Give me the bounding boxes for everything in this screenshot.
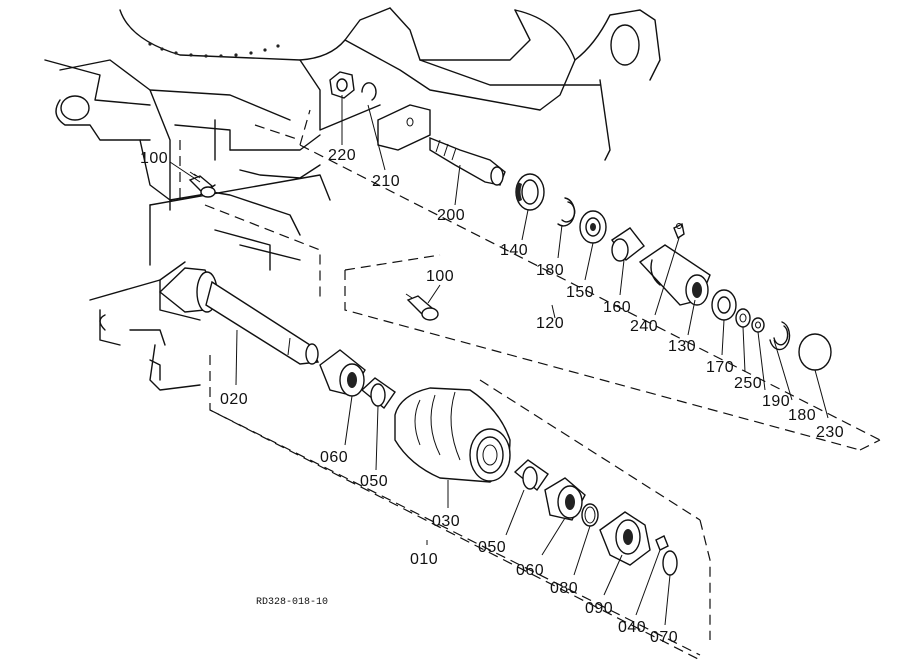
upper-axle-assembly	[329, 71, 832, 371]
label-060-a: 060	[320, 449, 348, 466]
chassis-frame-outline	[44, 7, 661, 391]
plug-070	[662, 550, 678, 576]
o-ring-080	[581, 503, 599, 527]
label-080: 080	[550, 580, 578, 597]
shaft-020	[158, 267, 320, 365]
label-030: 030	[432, 513, 460, 530]
label-250: 250	[734, 375, 762, 392]
bearing-170	[711, 289, 737, 321]
label-070: 070	[650, 629, 678, 646]
nut-220	[329, 71, 355, 99]
bushing-050b	[513, 459, 549, 492]
label-130: 130	[668, 338, 696, 355]
nut-190	[751, 317, 765, 333]
label-180-a: 180	[536, 262, 564, 279]
label-160: 160	[603, 299, 631, 316]
label-120: 120	[536, 315, 564, 332]
collar-090	[599, 511, 651, 566]
lock-washer-210	[361, 82, 377, 101]
grease-fitting-240	[673, 222, 685, 240]
label-020: 020	[220, 391, 248, 408]
label-060-b: 060	[516, 562, 544, 579]
label-150: 150	[566, 284, 594, 301]
label-140: 140	[500, 242, 528, 259]
assembly-boundary-lines	[209, 109, 881, 661]
roller-030	[394, 387, 511, 483]
label-010: 010	[410, 551, 438, 568]
label-220: 220	[328, 147, 356, 164]
label-240: 240	[630, 318, 658, 335]
label-050-b: 050	[478, 539, 506, 556]
label-100-upper: 100	[140, 150, 168, 167]
bolt-100b	[405, 293, 439, 321]
label-170: 170	[706, 359, 734, 376]
pin-040	[655, 535, 669, 551]
washer-250	[735, 308, 751, 328]
snap-ring-180b	[769, 321, 791, 351]
label-190: 190	[762, 393, 790, 410]
part-number-labels: 220 210 200 100 140 180 150 160 120 240 …	[140, 147, 844, 646]
bushing-050a	[360, 377, 396, 410]
bearing-150	[579, 210, 607, 244]
hub-130	[638, 244, 711, 306]
bearing-060b	[544, 477, 586, 521]
lower-shaft-assembly	[158, 267, 678, 576]
label-210: 210	[372, 173, 400, 190]
spacer-160	[611, 227, 645, 262]
label-050-a: 050	[360, 473, 388, 490]
label-200: 200	[437, 207, 465, 224]
label-180-b: 180	[788, 407, 816, 424]
leader-lines	[169, 95, 829, 626]
label-040: 040	[618, 619, 646, 636]
drawing-code: RD328-018-10	[256, 597, 328, 608]
seal-140	[515, 173, 545, 211]
label-100-middle: 100	[426, 268, 454, 285]
stud-200	[429, 136, 506, 186]
label-090: 090	[585, 600, 613, 617]
cap-230	[798, 333, 832, 371]
bearing-060a	[319, 349, 366, 397]
bolt-100a	[188, 171, 216, 198]
label-230: 230	[816, 424, 844, 441]
snap-ring-180a	[557, 197, 576, 227]
